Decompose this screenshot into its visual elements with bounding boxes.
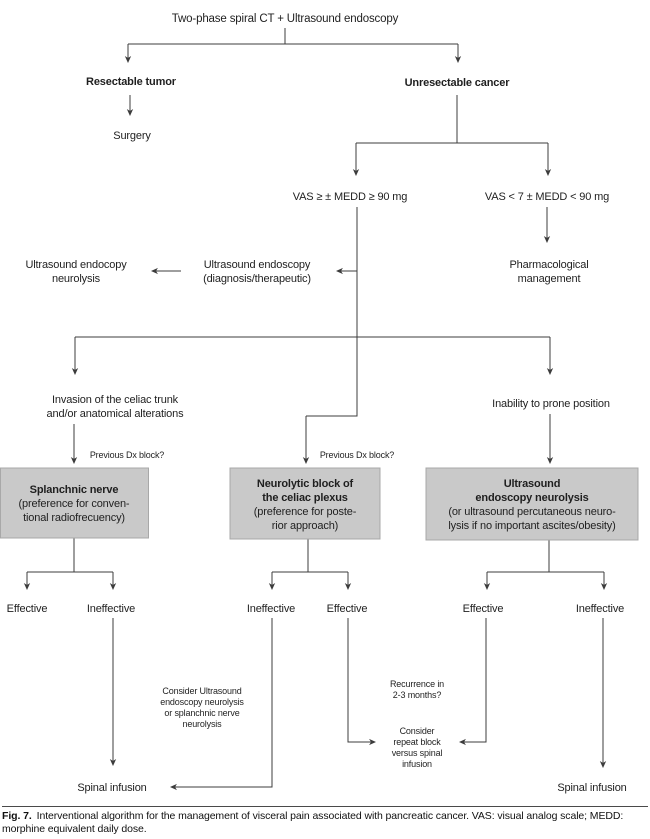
caption-fig-label: Fig. 7. <box>2 810 32 822</box>
recurrence-annotation-line1: Recurrence in <box>390 679 444 689</box>
consider-repeat-annotation-line1: Consider <box>400 726 435 736</box>
previous-dx-block-middle-label: Previous Dx block? <box>320 450 394 460</box>
left-effective-label: Effective <box>7 603 48 615</box>
arrow-middleeffective-to-consider-repeat <box>347 618 377 746</box>
previous-dx-block-left-label: Previous Dx block? <box>90 450 164 460</box>
splanchnic-box-sub-line2: tional radiofrecuency) <box>23 512 125 524</box>
connector-vashigh-stem <box>306 207 358 417</box>
middle-ineffective-label: Ineffective <box>247 603 295 615</box>
neurolytic-box-title-line2: the celiac plexus <box>262 492 348 504</box>
usneurolysis-box-sub-line1: (or ultrasound percutaneous neuro- <box>448 506 616 518</box>
inability-node: Inability to prone position <box>492 398 610 410</box>
title-node: Two-phase spiral CT + Ultrasound endosco… <box>172 13 399 25</box>
invasion-node-line2: and/or anatomical alterations <box>47 408 185 420</box>
recurrence-annotation-line2: 2-3 months? <box>393 690 442 700</box>
us-neurolysis-node-line2: neurolysis <box>52 273 101 285</box>
us-endoscopy-node-line2: (diagnosis/therapeutic) <box>203 273 311 285</box>
right-effective-label: Effective <box>463 603 504 615</box>
consider-repeat-annotation-line3: versus spinal <box>392 748 443 758</box>
left-ineffective-label: Ineffective <box>87 603 135 615</box>
usneurolysis-box-sub-line2: lysis if no important ascites/obesity) <box>448 520 615 532</box>
consider-repeat-annotation-line2: repeat block <box>393 737 441 747</box>
caption-text: Interventional algorithm for the managem… <box>2 810 624 835</box>
consider-us-annotation-line1: Consider Ultrasound <box>162 686 241 696</box>
ultrasound-endoscopy-neurolysis-box <box>425 467 639 541</box>
figure-caption: Fig. 7.Interventional algorithm for the … <box>2 806 648 835</box>
us-neurolysis-node-line1: Ultrasound endocopy <box>25 259 127 271</box>
us-endoscopy-node-line1: Ultrasound endoscopy <box>204 259 311 271</box>
vas-high-node: VAS ≥ ± MEDD ≥ 90 mg <box>293 191 408 203</box>
right-ineffective-label: Ineffective <box>576 603 624 615</box>
vas-low-node: VAS < 7 ± MEDD < 90 mg <box>485 191 609 203</box>
unresectable-cancer-node: Unresectable cancer <box>405 77 511 89</box>
consider-us-annotation-line3: or splanchnic nerve <box>164 708 239 718</box>
flowchart-canvas: Two-phase spiral CT + Ultrasound endosco… <box>0 13 639 794</box>
arrow-righteffective-to-consider-repeat <box>458 618 487 746</box>
surgery-node: Surgery <box>113 130 151 142</box>
neurolytic-block-box <box>229 467 381 540</box>
neurolytic-box-sub-line2: rior approach) <box>272 520 338 532</box>
middle-effective-label: Effective <box>327 603 368 615</box>
consider-us-annotation-line4: neurolysis <box>182 719 222 729</box>
spinal-infusion-right-node: Spinal infusion <box>557 782 626 794</box>
neurolytic-box-sub-line1: (preference for poste- <box>254 506 357 518</box>
usneurolysis-box-title-line2: endoscopy neurolysis <box>475 492 588 504</box>
consider-repeat-annotation-line4: infusion <box>402 759 432 769</box>
pharmacological-node-line1: Pharmacological <box>509 259 588 271</box>
resectable-tumor-node: Resectable tumor <box>86 76 177 88</box>
splanchnic-nerve-box <box>0 467 149 539</box>
splanchnic-box-title: Splanchnic nerve <box>30 484 119 496</box>
neurolytic-box-title-line1: Neurolytic block of <box>257 478 354 490</box>
splanchnic-box-sub-line1: (preference for conven- <box>19 498 130 510</box>
usneurolysis-box-title-line1: Ultrasound <box>504 478 561 490</box>
arrow-middleineffective-to-spinal <box>169 618 273 791</box>
invasion-node-line1: Invasion of the celiac trunk <box>52 394 179 406</box>
pharmacological-node-line2: management <box>518 273 581 285</box>
consider-us-annotation-line2: endoscopy neurolysis <box>160 697 244 707</box>
spinal-infusion-left-node: Spinal infusion <box>77 782 146 794</box>
